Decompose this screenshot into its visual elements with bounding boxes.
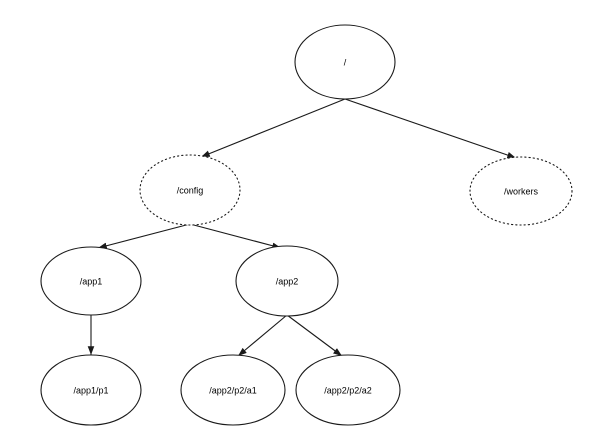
node-shape-root[interactable] xyxy=(294,24,396,100)
edge-root-to-config xyxy=(200,98,346,158)
node-app1[interactable]: /app1 xyxy=(40,246,142,316)
node-label-workers: /workers xyxy=(504,186,539,196)
node-app1p1[interactable]: /app1/p1 xyxy=(40,354,142,426)
node-app2[interactable]: /app2 xyxy=(235,245,339,317)
node-label-app1p1: /app1/p1 xyxy=(73,385,108,395)
node-root[interactable]: / xyxy=(294,24,396,100)
node-label-root: / xyxy=(344,57,347,67)
node-config[interactable]: /config xyxy=(139,154,241,226)
node-shape-workers[interactable] xyxy=(469,156,573,226)
node-shape-config[interactable] xyxy=(139,154,241,226)
edge-app2-to-app2p2a1 xyxy=(237,314,288,357)
nodes-layer: / /config/workers/app1/app2/app1/p1/app2/… xyxy=(40,24,573,426)
node-shape-app1[interactable] xyxy=(40,246,142,316)
edges-layer xyxy=(87,98,517,357)
edge-app2-to-app2p2a2 xyxy=(286,314,343,357)
node-shape-app1p1[interactable] xyxy=(40,354,142,426)
node-shape-app2[interactable] xyxy=(235,245,339,317)
node-label-app1: /app1 xyxy=(80,276,103,286)
node-label-app2p2a2: /app2/p2/a2 xyxy=(324,385,372,395)
edge-root-to-workers xyxy=(344,98,517,159)
node-shape-app2p2a1[interactable] xyxy=(180,354,286,426)
node-label-app2: /app2 xyxy=(276,276,299,286)
edge-config-to-app1 xyxy=(97,223,191,249)
node-workers[interactable]: /workers xyxy=(469,156,573,226)
node-label-config: /config xyxy=(177,185,204,195)
node-app2p2a2[interactable]: /app2/p2/a2 xyxy=(295,354,401,426)
edge-config-to-app2 xyxy=(189,223,282,249)
node-shape-app2p2a2[interactable] xyxy=(295,354,401,426)
node-app2p2a1[interactable]: /app2/p2/a1 xyxy=(180,354,286,426)
node-label-app2p2a1: /app2/p2/a1 xyxy=(209,385,257,395)
